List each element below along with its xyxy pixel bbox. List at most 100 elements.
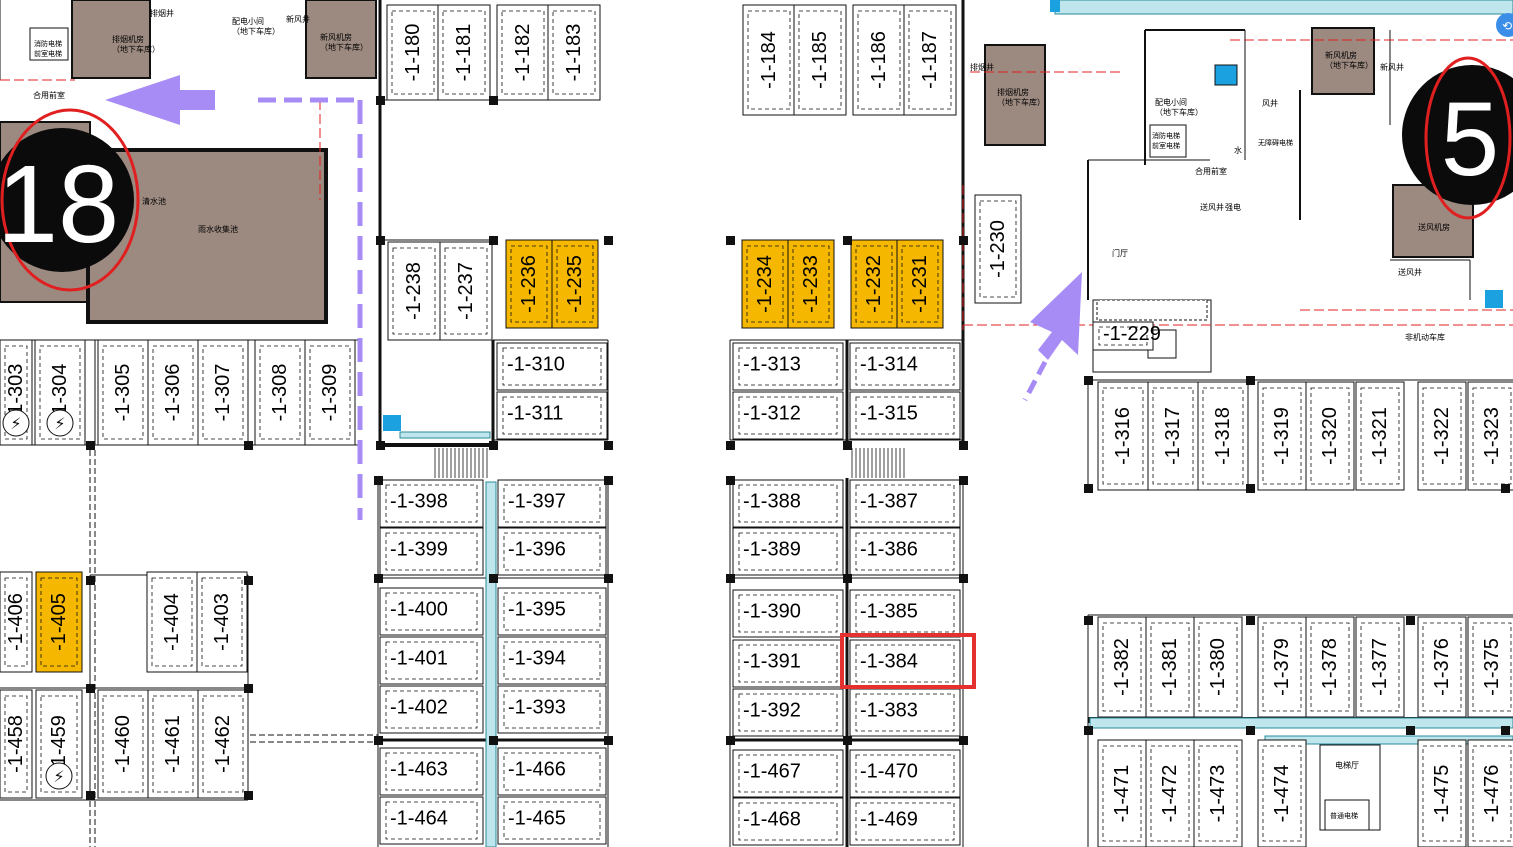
parking-space[interactable]: -1-308 [254,339,306,446]
parking-space[interactable]: -1-402 [379,685,484,734]
parking-space[interactable]: -1-401 [379,636,484,685]
parking-space[interactable]: -1-322 [1417,381,1467,491]
parking-space[interactable]: -1-476 [1467,739,1513,847]
parking-space[interactable]: -1-234 [741,239,789,329]
parking-space[interactable]: -1-238 [387,241,441,341]
parking-space[interactable]: -1-390 [732,589,844,638]
parking-space[interactable]: -1-405 [35,571,83,673]
parking-space[interactable]: -1-396 [497,527,607,576]
parking-space[interactable]: -1-471 [1097,739,1147,847]
parking-space[interactable]: -1-391 [732,639,844,688]
parking-space[interactable]: -1-458 [0,689,33,799]
parking-space[interactable]: -1-187 [903,4,957,116]
parking-space[interactable]: -1-393 [497,685,607,734]
parking-space[interactable]: -1-233 [787,239,835,329]
parking-space[interactable]: -1-237 [439,241,493,341]
parking-space[interactable]: -1-320 [1305,381,1355,491]
parking-space[interactable]: -1-316 [1097,381,1149,491]
parking-space[interactable]: -1-184 [742,4,796,116]
parking-space[interactable]: -1-380 [1193,616,1243,718]
parking-space[interactable]: -1-182 [496,4,550,101]
parking-space[interactable]: -1-389 [732,527,844,576]
parking-space[interactable]: -1-315 [849,391,961,440]
parking-space[interactable]: -1-381 [1145,616,1195,718]
parking-space[interactable]: -1-303⚡ [0,339,33,446]
parking-space[interactable]: -1-395 [497,587,607,636]
parking-space[interactable]: -1-383 [849,688,961,737]
parking-space[interactable]: -1-464 [379,796,484,845]
parking-space[interactable]: -1-397 [497,479,607,528]
parking-space[interactable]: -1-403 [196,571,248,673]
parking-space[interactable]: -1-180 [386,4,440,101]
corner-badge-icon[interactable]: ⟲ [1496,13,1513,37]
parking-space[interactable]: -1-392 [732,688,844,737]
parking-space[interactable]: -1-459⚡ [35,689,83,799]
parking-space[interactable]: -1-460 [97,689,149,799]
parking-space[interactable]: -1-400 [379,587,484,636]
parking-space[interactable]: -1-377 [1355,616,1405,718]
parking-space[interactable]: -1-235 [551,239,599,329]
parking-space[interactable]: -1-309 [304,339,356,446]
parking-space[interactable]: -1-375 [1467,616,1513,718]
parking-space[interactable]: -1-307 [197,339,249,446]
parking-space[interactable]: -1-467 [732,749,844,798]
parking-space[interactable]: -1-386 [849,527,961,576]
parking-space[interactable]: -1-468 [732,797,844,846]
parking-space[interactable]: -1-472 [1145,739,1195,847]
parking-space[interactable]: -1-399 [379,527,484,576]
parking-space[interactable]: -1-376 [1417,616,1467,718]
building-marker-18: 18 [0,108,140,292]
parking-space[interactable]: -1-465 [497,796,607,845]
parking-space[interactable]: -1-310 [496,342,608,391]
room-fresh-air-left [305,0,377,79]
parking-space[interactable]: -1-317 [1147,381,1199,491]
parking-space[interactable]: -1-387 [849,479,961,528]
label-water: 水 [1234,145,1242,155]
parking-space[interactable]: -1-311 [496,391,608,440]
parking-space[interactable]: -1-385 [849,589,961,638]
space-number: -1-467 [743,761,801,783]
parking-space[interactable]: -1-404 [146,571,198,673]
parking-space[interactable]: -1-398 [379,479,484,528]
parking-space[interactable]: -1-466 [497,747,607,796]
parking-space[interactable]: -1-313 [732,342,844,391]
parking-space[interactable]: -1-318 [1197,381,1249,491]
parking-space[interactable]: -1-384 [849,639,961,688]
parking-space[interactable]: -1-378 [1305,616,1355,718]
space-number: -1-303 [5,364,27,422]
parking-space[interactable]: -1-321 [1355,381,1405,491]
parking-space[interactable]: -1-312 [732,391,844,440]
charging-icon [45,762,73,790]
parking-space[interactable]: -1-319 [1257,381,1307,491]
parking-space[interactable]: -1-469 [849,797,961,846]
parking-space[interactable]: -1-306 [147,339,199,446]
parking-space[interactable]: -1-231 [896,239,944,329]
space-number: -1-390 [743,601,801,623]
parking-space[interactable]: -1-474 [1257,739,1307,847]
parking-space[interactable]: -1-314 [849,342,961,391]
parking-space[interactable]: -1-323 [1467,381,1513,491]
parking-space[interactable]: -1-236 [505,239,553,329]
parking-space[interactable]: -1-186 [852,4,906,116]
parking-space[interactable]: -1-470 [849,749,961,798]
parking-space[interactable]: -1-230 [974,194,1022,304]
parking-space[interactable]: -1-185 [793,4,847,116]
label-rain-pool: 雨水收集池 [198,224,238,234]
parking-space[interactable]: -1-229 [1092,321,1161,351]
parking-space[interactable]: -1-394 [497,636,607,685]
parking-space[interactable]: -1-232 [850,239,898,329]
parking-space[interactable]: -1-462 [197,689,249,799]
parking-space[interactable]: -1-461 [147,689,199,799]
parking-space[interactable]: -1-181 [437,4,491,101]
parking-space[interactable]: -1-305 [97,339,149,446]
parking-space[interactable]: -1-473 [1193,739,1243,847]
space-number: -1-183 [563,24,585,82]
parking-space[interactable]: -1-382 [1097,616,1147,718]
parking-space[interactable]: -1-406 [0,571,33,673]
parking-space[interactable]: -1-379 [1257,616,1307,718]
parking-space[interactable]: -1-475 [1417,739,1467,847]
parking-space[interactable]: -1-463 [379,747,484,796]
parking-space[interactable]: -1-388 [732,479,844,528]
parking-space[interactable]: -1-183 [547,4,601,101]
parking-space[interactable]: -1-304⚡ [34,339,86,446]
